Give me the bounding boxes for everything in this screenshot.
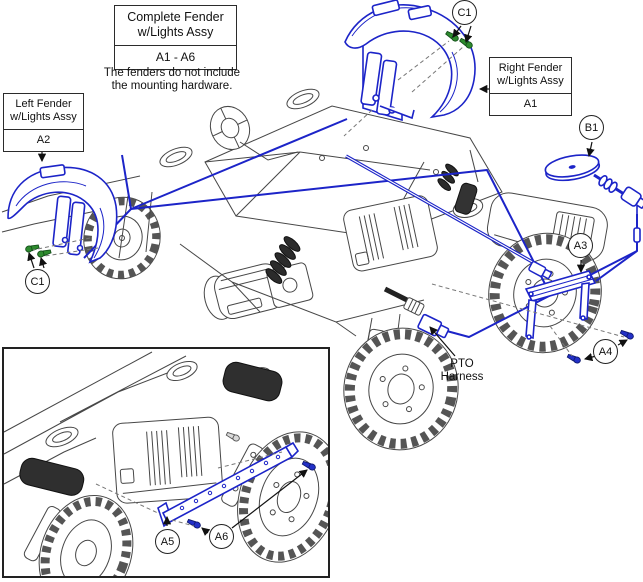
callout-a4: A4 (593, 339, 618, 364)
callout-c1-left: C1 (25, 269, 50, 294)
inset-detail-view (4, 351, 329, 577)
inset-grey-screw (225, 430, 241, 443)
complete-fender-label-box: Complete Fender w/Lights Assy A1 - A6 (114, 5, 237, 70)
right-fender-part (344, 0, 476, 122)
pto-harness-label: PTO Harness (440, 358, 484, 384)
callout-arrows (27, 25, 628, 536)
center-wheel (343, 327, 459, 451)
right-fender-title: Right Fender w/Lights Assy (490, 58, 571, 95)
mounting-hardware-note: The fenders do not include the mounting … (103, 67, 241, 92)
inset-right-wheel (237, 431, 329, 563)
callout-a5: A5 (155, 529, 180, 554)
green-screw (36, 248, 52, 259)
inset-blue-screw (186, 517, 202, 530)
beacon-mirror-part (544, 154, 643, 243)
caster-wheel (209, 106, 251, 150)
callout-a6: A6 (209, 524, 234, 549)
harness-end-connector (528, 260, 553, 280)
left-fender-label-box: Left Fender w/Lights Assy A2 (3, 93, 84, 153)
dashed-leader (32, 40, 625, 357)
inset-left-wheel (38, 494, 134, 577)
left-fender-title: Left Fender w/Lights Assy (4, 94, 83, 131)
blue-screw (566, 352, 582, 365)
green-screw (24, 243, 40, 254)
callout-b1: B1 (579, 115, 604, 140)
light-bar-bracket-a3 (524, 270, 597, 340)
right-fender-label-box: Right Fender w/Lights Assy A1 (489, 57, 572, 117)
battery-box (112, 416, 224, 504)
complete-fender-title: Complete Fender w/Lights Assy (115, 6, 236, 46)
motor (203, 262, 314, 320)
left-fender-ref: A2 (36, 134, 51, 147)
blue-screw (619, 328, 635, 341)
light-bar-rail-part (157, 441, 300, 528)
left-fender-part (7, 164, 118, 264)
complete-fender-ref: A1 - A6 (155, 50, 196, 64)
inset-border (2, 347, 330, 578)
right-fender-ref: A1 (523, 98, 538, 111)
pto-connector-part (383, 286, 450, 339)
callout-c1-top: C1 (452, 0, 477, 25)
callout-a3: A3 (568, 233, 593, 258)
